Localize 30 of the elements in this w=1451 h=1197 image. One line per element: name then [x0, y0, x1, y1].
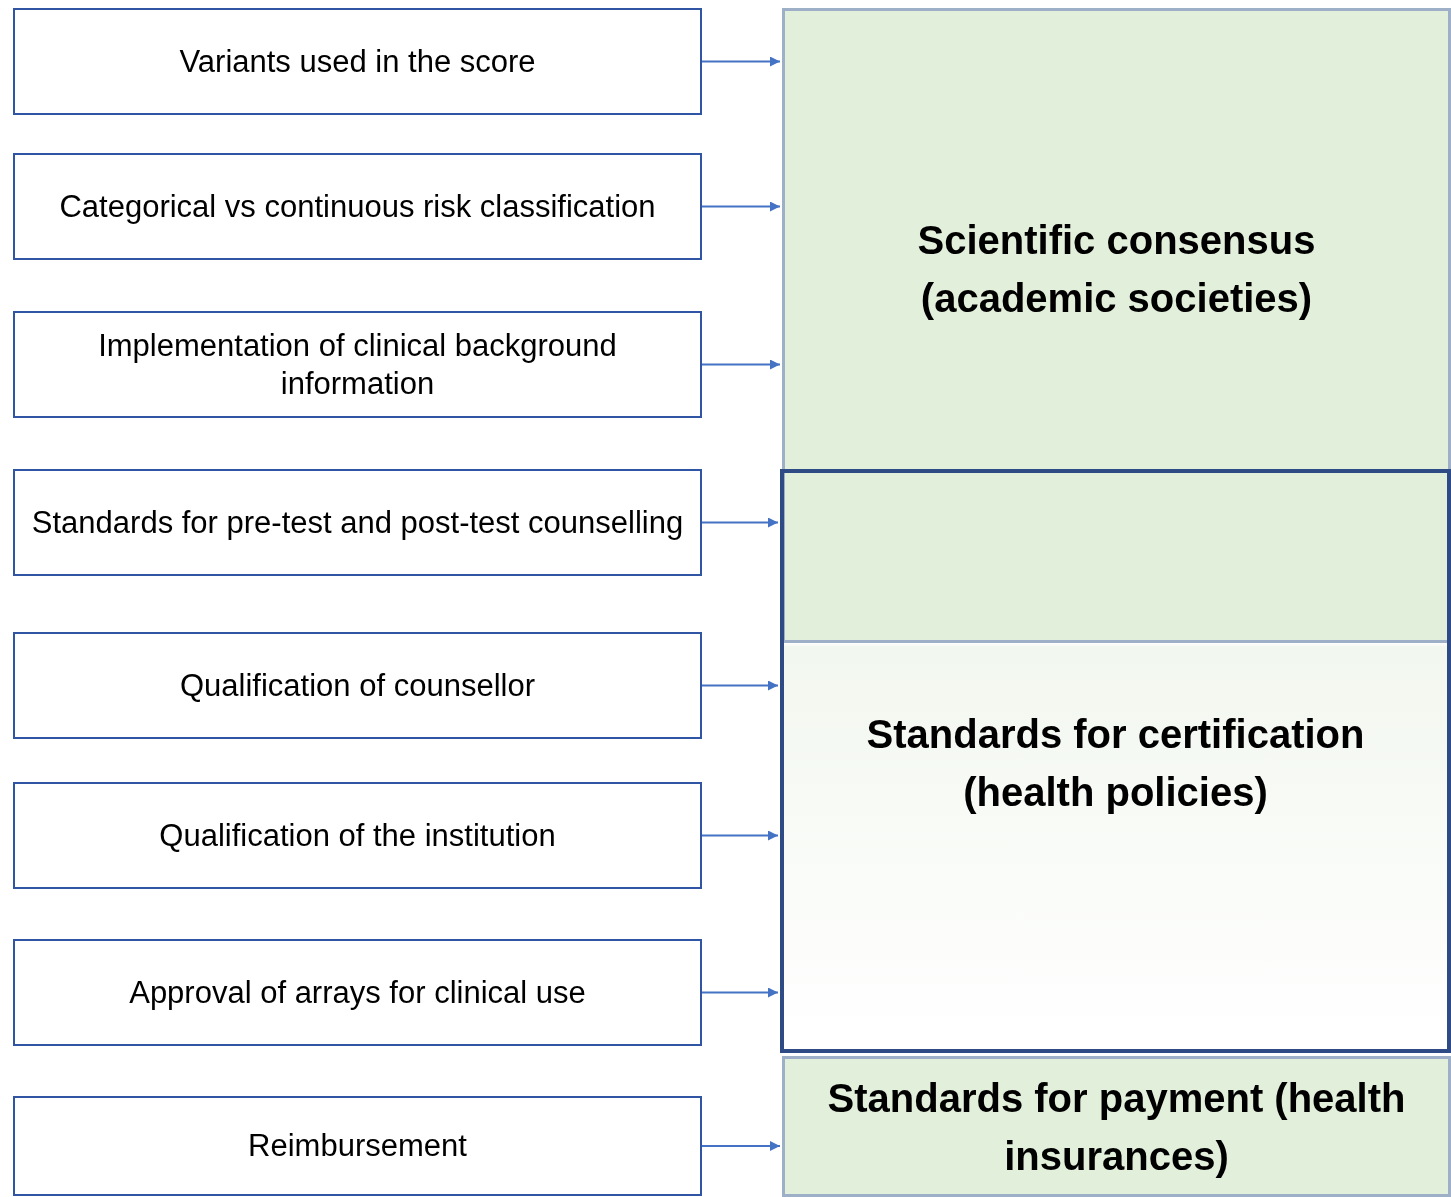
category-panel — [782, 8, 1451, 643]
node-text: Scientific consensus (academic societies) — [916, 217, 1317, 322]
node-text: Implementation of clinical background information — [97, 327, 618, 402]
node-text: Categorical vs continuous risk classification — [59, 187, 656, 226]
process-box — [13, 1096, 702, 1196]
process-box — [13, 469, 702, 576]
process-box — [13, 782, 702, 889]
process-box — [13, 632, 702, 739]
node-text: Standards for payment (health insurances) — [826, 1074, 1407, 1180]
node-text: Approval of arrays for clinical use — [129, 973, 586, 1012]
process-box — [13, 939, 702, 1046]
process-box — [13, 153, 702, 260]
category-panel — [782, 1056, 1451, 1197]
arrow — [701, 830, 779, 841]
process-box — [13, 8, 702, 115]
process-box — [13, 311, 702, 418]
arrow — [701, 56, 781, 67]
arrow — [701, 987, 779, 998]
node-text: Qualification of the institution — [159, 816, 556, 855]
node-text: Reimbursement — [248, 1127, 467, 1165]
category-panel — [780, 469, 1451, 1053]
arrow — [701, 1141, 781, 1151]
node-text: Standards for pre-test and post-test counselling — [31, 503, 684, 542]
arrow — [701, 201, 781, 212]
node-text: Variants used in the score — [179, 42, 536, 81]
node-text: Qualification of counsellor — [180, 666, 535, 705]
arrow — [701, 680, 779, 691]
node-text: Standards for certification (health policies) — [865, 711, 1366, 816]
arrow — [701, 359, 781, 370]
arrow — [701, 517, 779, 528]
